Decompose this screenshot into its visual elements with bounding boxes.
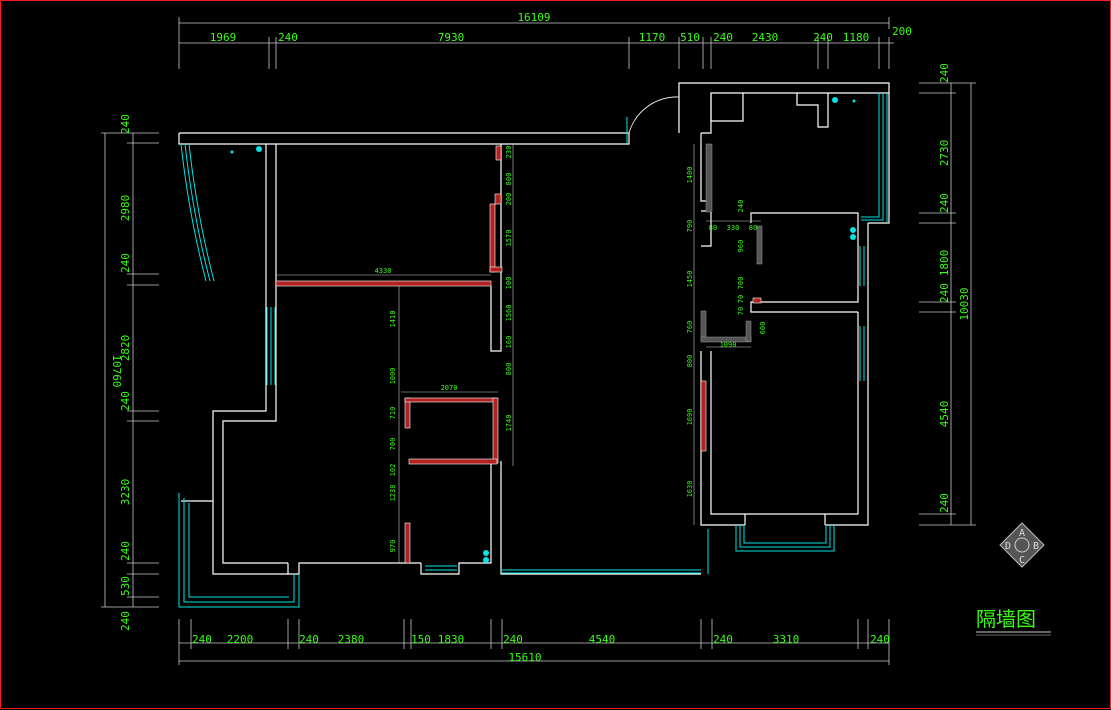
dim-left-seg-4: 2820 <box>119 335 132 362</box>
interior-dim-lines <box>276 144 761 563</box>
dim-bottom-seg-5: 150 <box>411 633 431 646</box>
dim-c1-1: 230 <box>505 146 513 159</box>
dim-c4-2: 80 <box>709 224 717 232</box>
drawing-title: 隔墙图 <box>976 607 1036 631</box>
dim-c4-1: 240 <box>737 200 745 213</box>
dim-c1-6: 1560 <box>505 305 513 322</box>
dim-c3-2: 790 <box>686 220 694 233</box>
dim-top-seg-7: 2430 <box>752 31 779 44</box>
dim-bottom-seg-4: 2380 <box>338 633 365 646</box>
dim-right-seg-1: 240 <box>938 63 951 83</box>
dim-bottom-seg-2: 2200 <box>227 633 254 646</box>
dim-c4-8: 70 <box>737 307 745 315</box>
dim-right-total: 10030 <box>958 287 971 320</box>
entrance-door <box>628 96 680 134</box>
dim-c4-9: 600 <box>759 322 767 335</box>
fixtures <box>230 97 856 563</box>
dim-c1-4: 1570 <box>505 230 513 247</box>
dim-top-seg-8: 240 <box>813 31 833 44</box>
compass-b: B <box>1033 541 1039 552</box>
dim-c1-9: 1740 <box>505 415 513 432</box>
dim-c4-6: 700 <box>737 277 745 290</box>
dim-left-seg-1: 240 <box>119 114 132 134</box>
dim-c2-5: 102 <box>389 464 397 477</box>
dim-top-seg-6: 240 <box>713 31 733 44</box>
dim-c4-7: 70 <box>737 295 745 303</box>
dim-storage: 2070 <box>441 384 458 392</box>
compass-a: A <box>1019 528 1025 539</box>
dim-c4-3: 330 <box>727 224 740 232</box>
dim-left-seg-6: 3230 <box>119 479 132 506</box>
compass-d: D <box>1005 541 1011 552</box>
dim-c2-3: 710 <box>389 407 397 420</box>
dim-c2-7: 970 <box>389 540 397 553</box>
dim-c2-1: 1410 <box>389 311 397 328</box>
dim-c3-4: 760 <box>686 321 694 334</box>
north-compass: A B C D <box>999 522 1045 568</box>
dim-c1-7: 160 <box>505 336 513 349</box>
dim-top-seg-5: 510 <box>680 31 700 44</box>
top-dimensions <box>178 17 894 69</box>
dim-right-seg-5: 240 <box>938 283 951 303</box>
dim-c2-4: 700 <box>389 438 397 451</box>
dim-c1-3: 200 <box>505 193 513 206</box>
windows <box>178 93 888 608</box>
dim-c1-2: 800 <box>505 173 513 186</box>
dim-c2-6: 1238 <box>389 485 397 502</box>
dim-bottom-seg-7: 240 <box>503 633 523 646</box>
dim-top-seg-2: 240 <box>278 31 298 44</box>
dim-top-total: 16109 <box>517 11 550 24</box>
dim-c4-5: 960 <box>737 240 745 253</box>
dim-right-seg-3: 240 <box>938 193 951 213</box>
dim-c1-5: 100 <box>505 277 513 290</box>
right-dimensions <box>919 82 976 526</box>
dim-left-seg-2: 2980 <box>119 195 132 222</box>
dim-left-total: 10760 <box>110 354 123 387</box>
dim-bottom-seg-3: 240 <box>299 633 319 646</box>
dim-left-seg-3: 240 <box>119 253 132 273</box>
dim-right-seg-7: 240 <box>938 493 951 513</box>
dim-left-seg-5: 240 <box>119 391 132 411</box>
dim-bottom-seg-10: 3310 <box>773 633 800 646</box>
dim-right-seg-6: 4540 <box>938 401 951 428</box>
compass-c: C <box>1019 555 1025 566</box>
dim-bottom-seg-6: 1830 <box>438 633 465 646</box>
dim-c3-1: 1400 <box>686 167 694 184</box>
dim-bath: 1090 <box>720 341 737 349</box>
dim-top-seg-3: 7930 <box>438 31 465 44</box>
dim-corridor: 4330 <box>375 267 392 275</box>
dim-c3-3: 1450 <box>686 271 694 288</box>
dim-right-seg-2: 2730 <box>938 140 951 167</box>
dim-right-seg-4: 1800 <box>938 250 951 277</box>
dim-c3-5: 800 <box>686 355 694 368</box>
dim-top-seg-1: 1969 <box>210 31 237 44</box>
dim-bottom-total: 15610 <box>508 651 541 664</box>
dim-bottom-seg-11: 240 <box>870 633 890 646</box>
dim-bottom-seg-1: 240 <box>192 633 212 646</box>
left-dimensions <box>101 132 159 608</box>
partition-walls <box>275 145 762 564</box>
gray-partitions <box>700 143 763 343</box>
dim-c4-4: 80 <box>749 224 757 232</box>
dim-top-seg-9: 1180 <box>843 31 870 44</box>
dim-c3-6: 1690 <box>686 409 694 426</box>
dim-left-seg-8: 530 <box>119 576 132 596</box>
exterior-walls <box>178 82 890 575</box>
dim-c1-8: 800 <box>505 363 513 376</box>
dim-c3-7: 1630 <box>686 481 694 498</box>
dim-c2-2: 1000 <box>389 368 397 385</box>
dim-left-seg-9: 240 <box>119 611 132 631</box>
dim-bottom-seg-8: 4540 <box>589 633 616 646</box>
dim-left-seg-7: 240 <box>119 541 132 561</box>
dim-top-seg-4: 1170 <box>639 31 666 44</box>
dim-top-seg-10: 200 <box>892 25 912 38</box>
dim-bottom-seg-9: 240 <box>713 633 733 646</box>
bottom-dimensions <box>178 619 890 665</box>
